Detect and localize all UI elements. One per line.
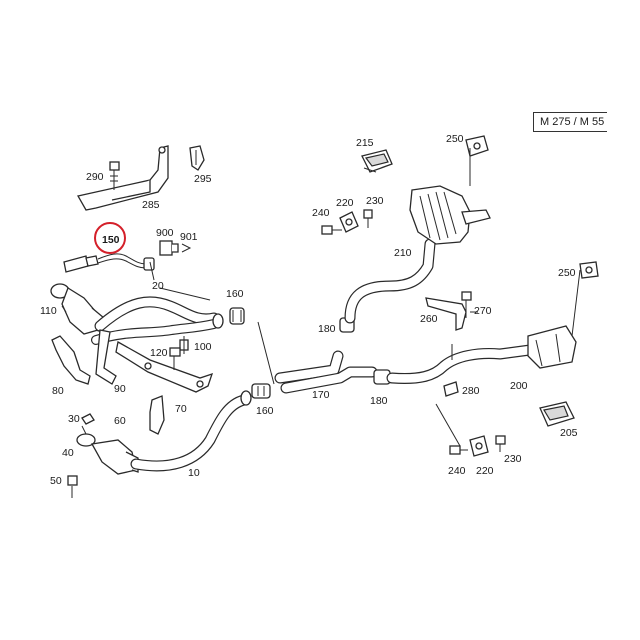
callout-160[interactable]: 160 <box>226 288 244 300</box>
clip-901[interactable] <box>181 243 192 253</box>
pipe-170[interactable] <box>274 350 378 394</box>
callout-180[interactable]: 180 <box>370 395 388 407</box>
mount-220-upper[interactable] <box>339 211 359 233</box>
callout-30[interactable]: 30 <box>68 413 80 425</box>
hanger-250-upper[interactable] <box>465 135 489 157</box>
strap-90[interactable] <box>95 329 117 385</box>
callout-80[interactable]: 80 <box>52 385 64 397</box>
callout-220[interactable]: 220 <box>336 197 354 209</box>
muffler-upper[interactable] <box>409 185 491 245</box>
callout-230[interactable]: 230 <box>504 453 522 465</box>
bracket-285[interactable] <box>76 145 169 211</box>
callout-150[interactable]: 150 <box>102 234 120 246</box>
callout-170[interactable]: 170 <box>312 389 330 401</box>
callout-260[interactable]: 260 <box>420 313 438 325</box>
callout-240[interactable]: 240 <box>312 207 330 219</box>
muffler-lower[interactable] <box>527 325 577 369</box>
connector-900[interactable] <box>159 240 179 256</box>
callout-200[interactable]: 200 <box>510 380 528 392</box>
callout-40[interactable]: 40 <box>62 447 74 459</box>
bolt-240-upper[interactable] <box>321 225 342 235</box>
strap-70[interactable] <box>115 340 214 393</box>
bolt-230-lower[interactable] <box>495 435 506 452</box>
callout-90[interactable]: 90 <box>114 383 126 395</box>
pipe-200[interactable] <box>386 344 536 384</box>
callout-230[interactable]: 230 <box>366 195 384 207</box>
callout-180[interactable]: 180 <box>318 323 336 335</box>
callout-50[interactable]: 50 <box>50 475 62 487</box>
callout-160[interactable]: 160 <box>256 405 274 417</box>
callout-220[interactable]: 220 <box>476 465 494 477</box>
callout-240[interactable]: 240 <box>448 465 466 477</box>
callout-60[interactable]: 60 <box>114 415 126 427</box>
callout-295[interactable]: 295 <box>194 173 212 185</box>
callout-205[interactable]: 205 <box>560 427 578 439</box>
callout-215[interactable]: 215 <box>356 137 374 149</box>
callout-290[interactable]: 290 <box>86 171 104 183</box>
catalyst-10[interactable] <box>90 439 139 475</box>
bolt-230-upper[interactable] <box>363 209 373 228</box>
clamp-160-lower[interactable] <box>251 383 271 399</box>
mount-220-lower[interactable] <box>469 435 489 457</box>
callout-901[interactable]: 901 <box>180 231 198 243</box>
pipe-210[interactable] <box>344 238 436 324</box>
callout-270[interactable]: 270 <box>474 305 492 317</box>
bolt-270[interactable] <box>461 291 472 318</box>
callout-120[interactable]: 120 <box>150 347 168 359</box>
clip-30[interactable] <box>81 413 95 425</box>
callout-70[interactable]: 70 <box>175 403 187 415</box>
rubber-mount-215[interactable] <box>361 149 393 173</box>
pipe-10[interactable] <box>130 390 252 472</box>
bolt-120[interactable] <box>169 347 181 370</box>
callout-110[interactable]: 110 <box>40 305 57 317</box>
callout-285[interactable]: 285 <box>142 199 160 211</box>
bolt-50[interactable] <box>67 475 78 498</box>
callout-250[interactable]: 250 <box>558 267 576 279</box>
callout-250[interactable]: 250 <box>446 133 464 145</box>
clamp-160-upper[interactable] <box>229 307 245 325</box>
callout-labels: 10 20 30 40 50 60 70 80 90 100 110 120 150 160 160 170 1… <box>40 133 578 487</box>
bolt-290[interactable] <box>109 161 120 190</box>
clip-280[interactable] <box>443 381 459 397</box>
callout-100[interactable]: 100 <box>194 341 212 353</box>
bracket-60[interactable] <box>149 395 165 435</box>
highlight-ring <box>94 222 126 254</box>
hanger-250-lower[interactable] <box>579 261 599 279</box>
pipe-20[interactable] <box>91 313 224 345</box>
catalyst-110[interactable] <box>50 283 105 335</box>
bracket-80[interactable] <box>51 335 91 385</box>
callout-900[interactable]: 900 <box>156 227 174 239</box>
callout-20[interactable]: 20 <box>152 280 164 292</box>
bolt-240-lower[interactable] <box>449 445 468 455</box>
nut-100[interactable] <box>179 336 189 354</box>
model-label: M 275 / M 55 <box>533 112 607 132</box>
callout-10[interactable]: 10 <box>188 467 200 479</box>
callout-280[interactable]: 280 <box>462 385 480 397</box>
callout-210[interactable]: 210 <box>394 247 412 259</box>
bracket-295[interactable] <box>189 145 205 171</box>
oxygen-sensor-150[interactable] <box>63 253 155 273</box>
rubber-mount-205[interactable] <box>539 401 575 427</box>
bracket-260[interactable] <box>425 297 467 331</box>
